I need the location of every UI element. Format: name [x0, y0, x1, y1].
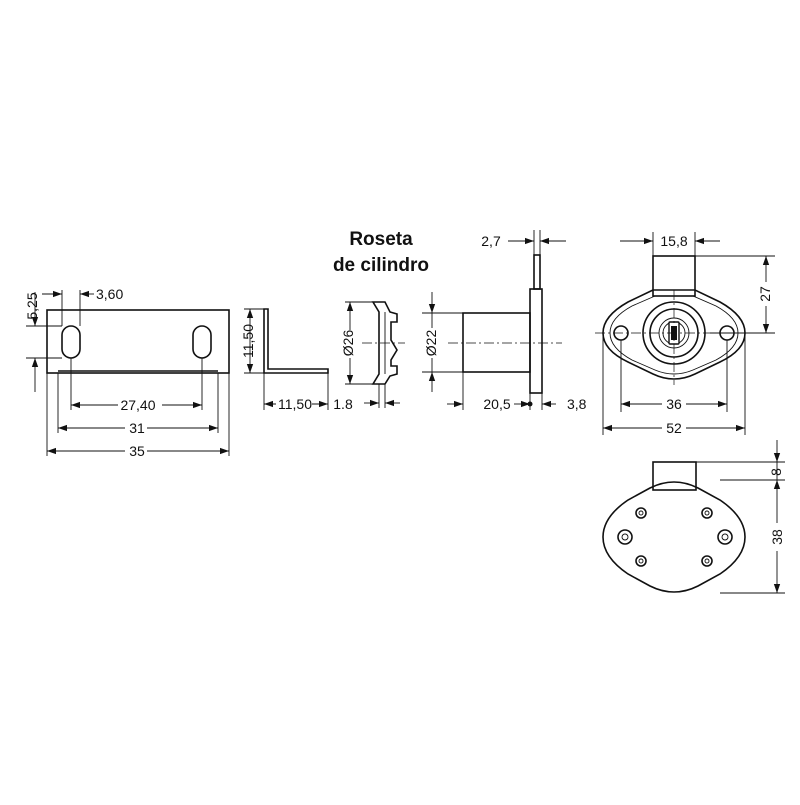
rosette-title-line2: de cilindro [333, 255, 429, 276]
cylinder-body [462, 312, 531, 373]
angle-bracket-view: 11,50 11,50 [240, 308, 329, 413]
lock-front-view: 15,8 27 36 52 [595, 232, 775, 437]
dim-27: 27 [757, 286, 773, 302]
dim-52: 52 [666, 420, 682, 436]
dim-20-5: 20,5 [483, 396, 510, 412]
dim-diameter-22: Ø22 [423, 330, 439, 357]
dim-36: 36 [666, 396, 682, 412]
dim-11-50-horizontal: 11,50 [278, 396, 312, 412]
rosette-title-line1: Roseta [349, 229, 413, 250]
cylinder-cam [533, 254, 541, 290]
dim-3-8: 3,8 [567, 396, 587, 412]
strike-plate-outline [46, 309, 230, 374]
lock-back-view: 8 38 [602, 440, 786, 594]
dim-diameter-26: Ø26 [340, 330, 356, 357]
back-flange-outline [602, 481, 746, 593]
back-screw-hole-right [717, 529, 733, 545]
cylinder-flange [529, 288, 543, 394]
strike-slot-right [192, 325, 212, 359]
back-rivet-top-left [635, 507, 647, 519]
dim-35: 35 [129, 443, 145, 459]
rosette-outline [371, 301, 398, 385]
front-flange-outline [602, 289, 746, 380]
dim-27-40: 27,40 [120, 397, 155, 413]
dim-38: 38 [769, 529, 785, 545]
strike-plate-view: 5,25 3,60 27,40 31 35 [24, 286, 230, 460]
dim-15-8: 15,8 [660, 233, 687, 249]
dim-3-60: 3,60 [96, 286, 123, 302]
strike-slot-left [61, 325, 81, 359]
dim-5-25: 5,25 [24, 292, 40, 319]
back-rivet-bottom-right [701, 555, 713, 567]
dim-11-50-vertical: 11,50 [240, 324, 256, 358]
dim-8: 8 [768, 468, 784, 476]
back-rivet-top-right [701, 507, 713, 519]
dim-31: 31 [129, 420, 145, 436]
back-rivet-bottom-left [635, 555, 647, 567]
dim-1-8: 1.8 [333, 396, 353, 412]
rosette-view: Roseta de cilindro Ø26 1.8 [333, 229, 429, 412]
angle-bracket-outline [263, 308, 329, 374]
back-screw-hole-left [617, 529, 633, 545]
cylinder-side-view: Ø22 20,5 3,8 2,7 [422, 230, 587, 412]
back-cam [652, 461, 697, 491]
dim-2-7: 2,7 [481, 233, 501, 249]
